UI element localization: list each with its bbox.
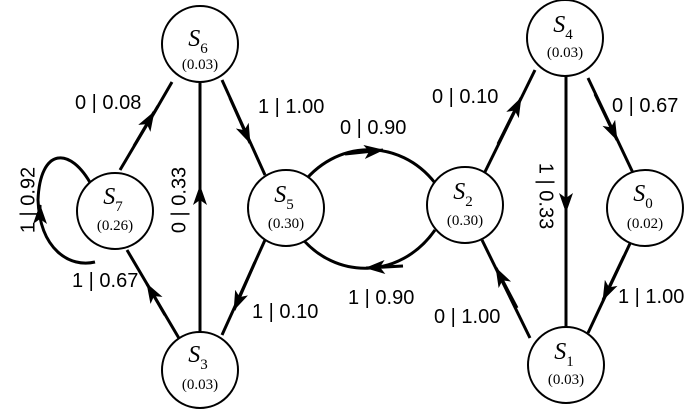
edge-s4-s0-arrowhead [593, 93, 619, 141]
node-s1-circle [527, 326, 605, 404]
label-s3-s6: 0 | 0.33 [168, 167, 190, 233]
node-s2-label: S2 [453, 179, 473, 210]
label-s2-s5: 1 | 0.90 [348, 287, 414, 309]
node-s0-label: S0 [633, 181, 653, 212]
node-s7-prob: (0.26) [97, 218, 133, 234]
node-s5-prob: (0.30) [268, 216, 304, 232]
label-s7-s6: 0 | 0.08 [75, 92, 141, 114]
label-s3-s7: 1 | 0.67 [72, 270, 138, 292]
node-s7-label: S7 [103, 184, 123, 215]
edge-s5-s2-arrowhead [344, 145, 384, 159]
label-s5-s3: 1 | 0.10 [252, 301, 318, 323]
edge-s2-s4-arrowhead [496, 97, 523, 145]
node-s2-prob: (0.30) [447, 213, 483, 229]
node-s5-circle [247, 169, 325, 247]
node-s7: S7 (0.26) [76, 172, 154, 250]
edge-s5-s3-arrowhead [232, 261, 257, 311]
node-s4-circle [526, 0, 604, 77]
node-s1-label: S1 [554, 339, 574, 370]
edge-s7-self-loop [36, 156, 96, 265]
label-s1-s2: 0 | 1.00 [434, 306, 500, 328]
edge-s5-s2 [298, 148, 437, 188]
edge-s3-s7-arrowhead [145, 283, 167, 316]
label-s2-s4: 0 | 0.10 [432, 86, 498, 108]
node-s2: S2 (0.30) [426, 166, 504, 244]
label-s5-s2: 0 | 0.90 [340, 117, 406, 139]
node-s5: S5 (0.30) [247, 169, 325, 247]
node-s4-prob: (0.03) [547, 45, 583, 61]
label-s4-s0: 0 | 0.67 [612, 95, 678, 117]
label-s6-s5: 1 | 1.00 [258, 96, 324, 118]
label-s4-s1: 1 | 0.33 [535, 163, 557, 229]
node-s1: S1 (0.03) [527, 326, 605, 404]
node-s3-prob: (0.03) [182, 377, 218, 393]
label-s7-self: 1 | 0.92 [17, 167, 39, 233]
node-s6: S6 (0.03) [161, 5, 239, 83]
node-s3-circle [161, 331, 239, 409]
node-s4-label: S4 [553, 12, 573, 43]
edge-s0-s1-arrowhead [601, 255, 626, 301]
edge-labels: 1 | 0.92 0 | 0.08 1 | 0.67 0 | 0.33 1 | … [17, 86, 684, 328]
node-s2-circle [426, 166, 504, 244]
edges [33, 69, 636, 341]
edge-s6-s5-arrowhead [228, 97, 252, 144]
edge-s2-s5 [298, 229, 437, 270]
node-s0-prob: (0.02) [627, 216, 663, 232]
edge-s1-s2-arrowhead [494, 267, 519, 309]
node-s3: S3 (0.03) [161, 331, 239, 409]
label-s0-s1: 1 | 1.00 [618, 286, 684, 308]
node-s6-label: S6 [188, 26, 208, 57]
node-s6-prob: (0.03) [182, 57, 218, 73]
node-s0-circle [606, 169, 684, 247]
node-s7-circle [76, 172, 154, 250]
node-s5-label: S5 [274, 182, 294, 213]
node-s3-label: S3 [188, 342, 208, 373]
node-s1-prob: (0.03) [548, 372, 584, 388]
node-s0: S0 (0.02) [606, 169, 684, 247]
edge-s2-s5-arrowhead [365, 259, 404, 274]
node-s4: S4 (0.03) [526, 0, 604, 77]
node-s6-circle [161, 5, 239, 83]
edge-s7-s6-upper [148, 81, 174, 121]
